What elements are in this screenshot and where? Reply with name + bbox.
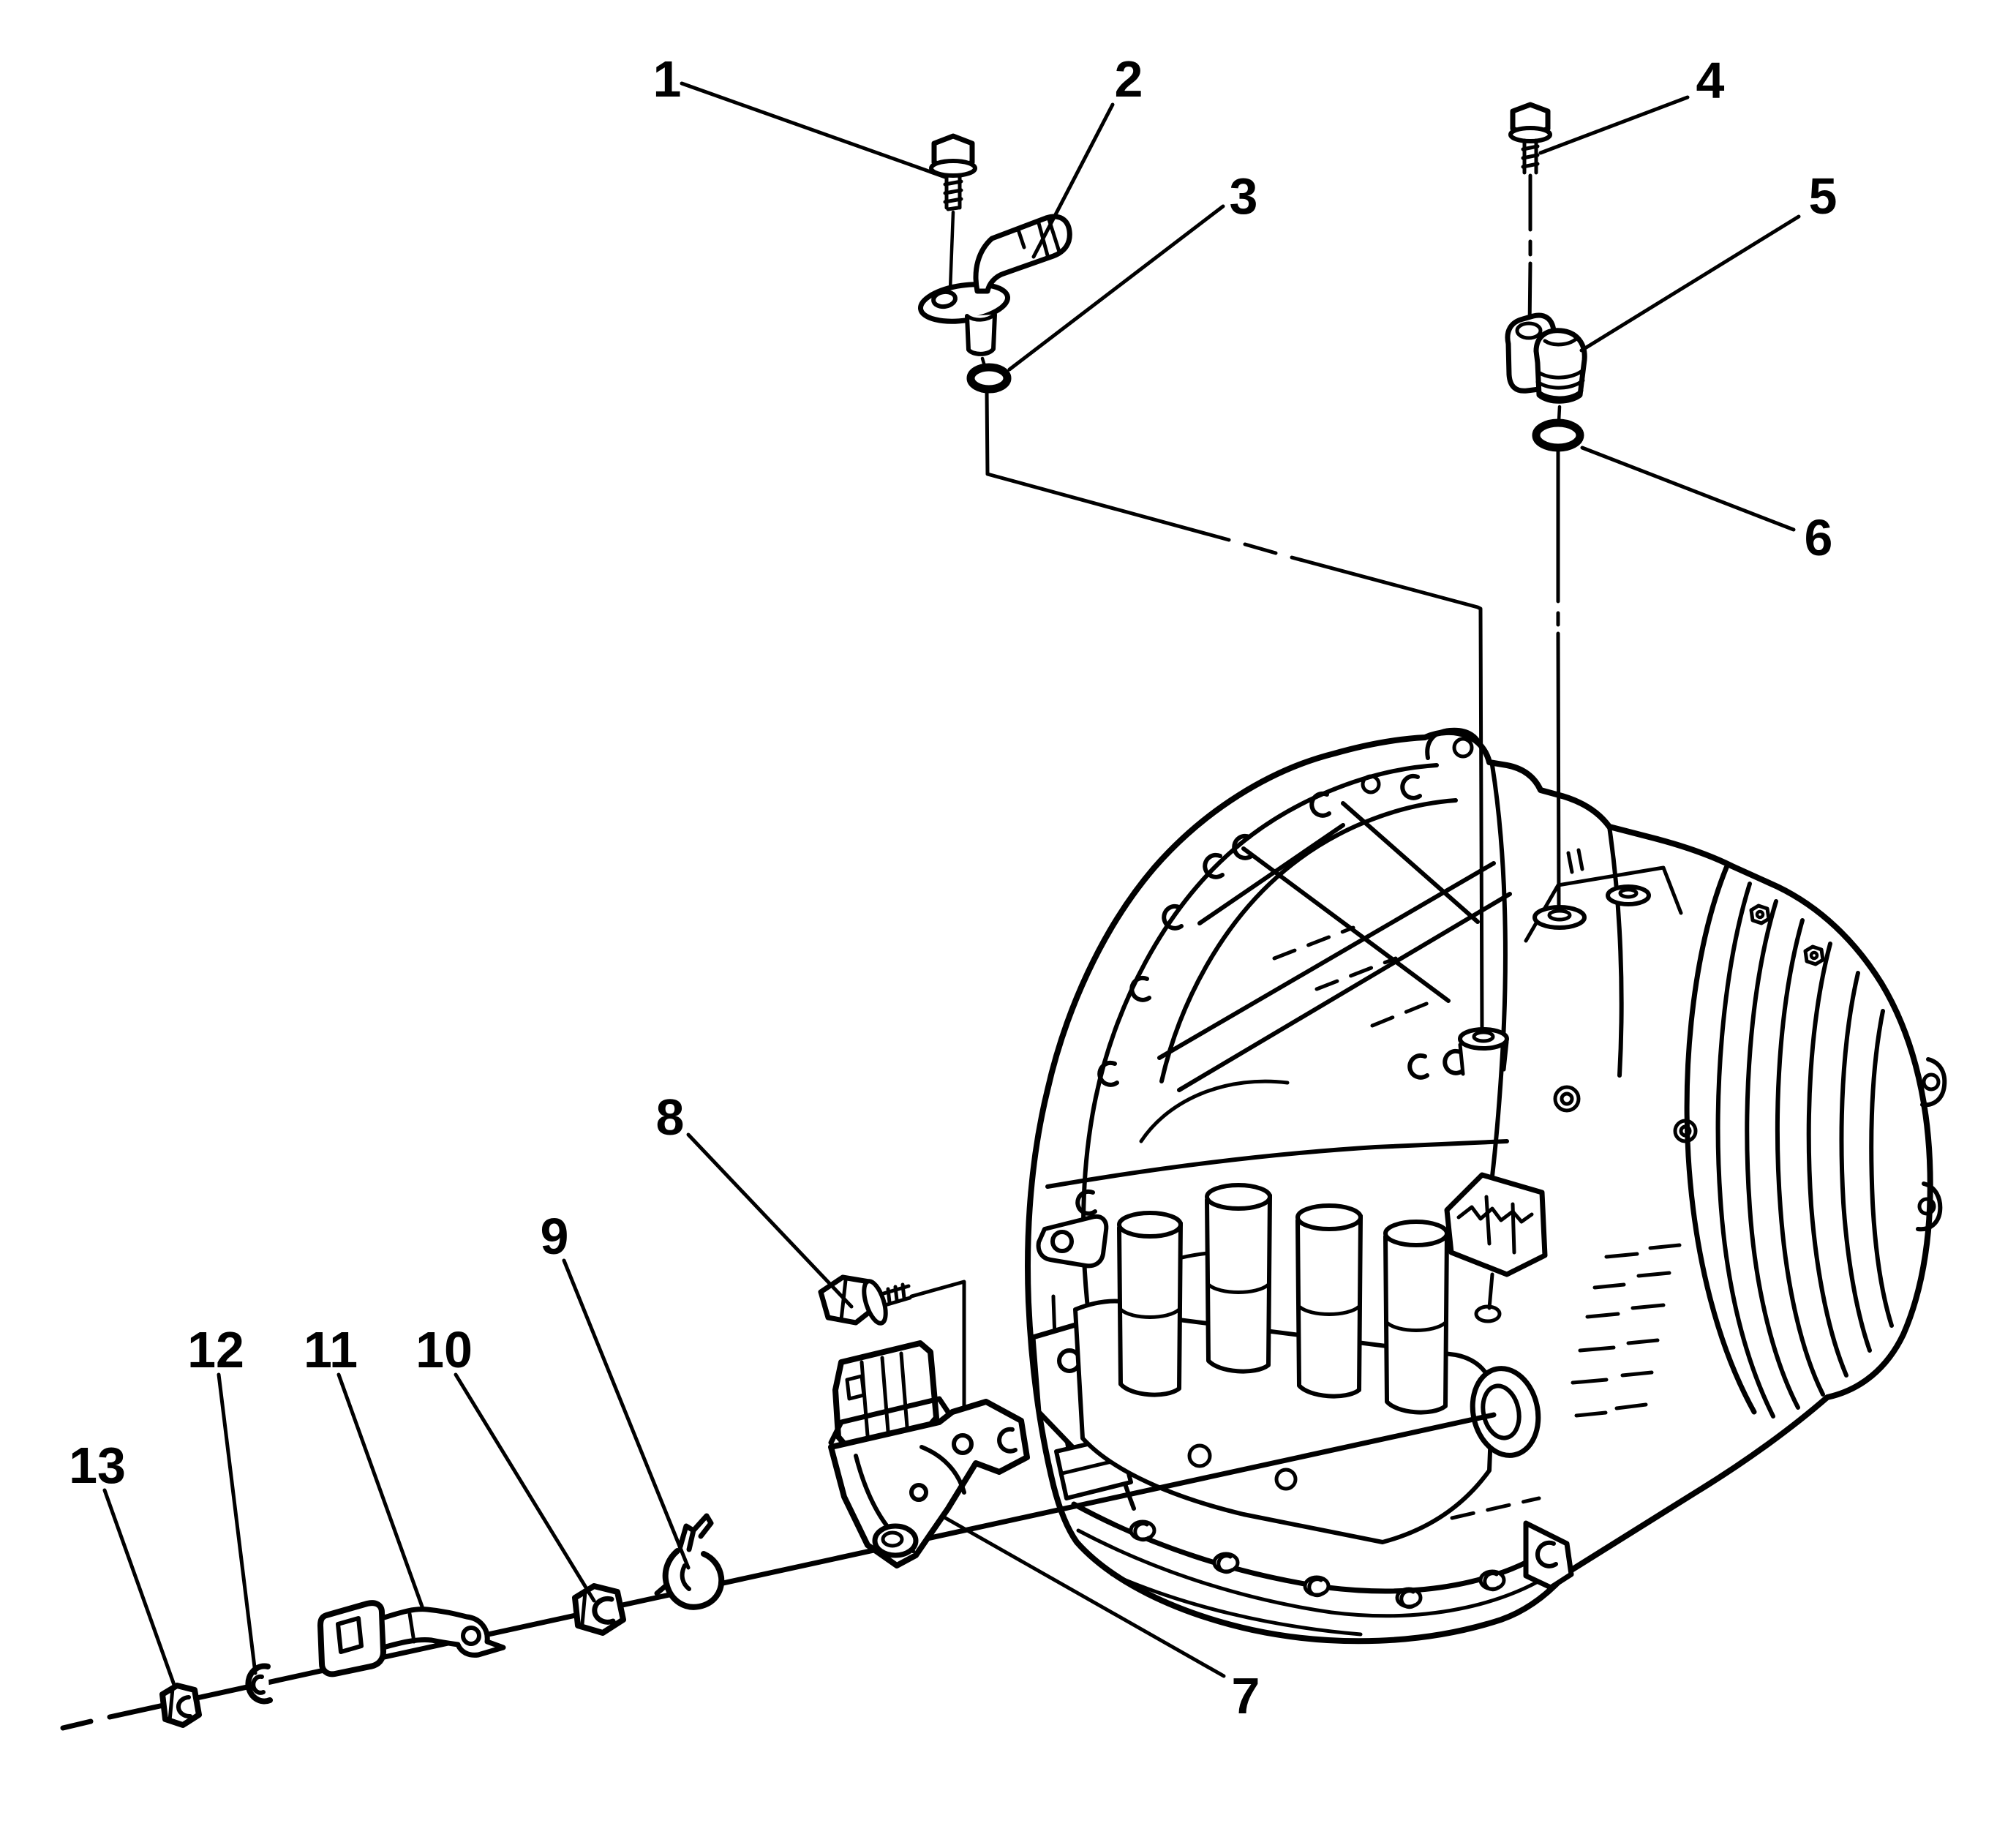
top-boss-hole-2	[1361, 774, 1381, 794]
callout-label-6: 6	[1805, 509, 1833, 566]
top-stud	[1566, 848, 1584, 874]
c-mark-8	[1407, 1053, 1429, 1080]
valve-body-bolt-2	[1274, 1468, 1298, 1491]
part-nut-10	[572, 1583, 626, 1636]
callout-label-9: 9	[541, 1208, 569, 1265]
part-switch-7	[828, 1280, 1030, 1568]
ribbed-end-cover	[1684, 865, 1947, 1419]
callout-label-12: 12	[187, 1321, 244, 1378]
part-bolt-1	[929, 133, 977, 211]
part-nut-13	[159, 1683, 202, 1728]
leader-9	[562, 1258, 691, 1570]
leader-12	[217, 1372, 257, 1675]
upper-brace-4	[1341, 801, 1480, 924]
callout-label-13: 13	[69, 1437, 126, 1494]
hidden-edge-1	[1272, 925, 1355, 961]
leader-4	[1538, 95, 1690, 155]
oil-pan	[1071, 1496, 1574, 1637]
assembly-axis-lines	[948, 173, 1561, 1032]
sensor-2-probe	[965, 312, 997, 356]
callout-label-8: 8	[656, 1089, 685, 1146]
axis-sensor-2	[985, 388, 1484, 1032]
c-mark-3	[1203, 852, 1225, 879]
leader-1	[680, 81, 947, 179]
bell-housing-inner-rim	[1159, 798, 1458, 1083]
leader-7	[941, 1514, 1226, 1678]
c-mark-4	[1162, 903, 1184, 931]
c-mark-1	[1309, 791, 1331, 818]
c-mark-7	[1129, 975, 1151, 1002]
hatch-marks	[1571, 1243, 1682, 1418]
leader-lines	[102, 81, 1801, 1687]
callout-label-10: 10	[415, 1321, 473, 1378]
callout-label-7: 7	[1232, 1667, 1260, 1724]
c-mark-10	[1400, 773, 1422, 800]
part-bolt-4	[1508, 102, 1552, 175]
transaxle-illustration	[1025, 727, 1947, 1645]
c-mark-6	[1075, 1189, 1097, 1216]
axis-bolt-1	[948, 210, 955, 292]
part-sensor-5	[1505, 312, 1587, 424]
switch-plate	[828, 1399, 1030, 1568]
c-mark-5	[1097, 1060, 1119, 1087]
case-split-line	[1045, 1139, 1509, 1189]
upper-brace-1	[1157, 861, 1496, 1060]
leader-13	[102, 1488, 176, 1687]
leader-8	[686, 1132, 854, 1309]
part-bolt-8	[818, 1274, 912, 1326]
pan-bolts	[1129, 1519, 1506, 1609]
top-boss-hole	[1452, 737, 1474, 759]
leader-3	[1007, 204, 1225, 372]
callout-label-4: 4	[1696, 52, 1725, 109]
sensor-2-connector	[973, 214, 1072, 294]
sensor-5-body	[1533, 328, 1587, 404]
top-lug	[1425, 727, 1484, 760]
callout-label-3: 3	[1230, 168, 1258, 225]
c-mark-2	[1232, 833, 1254, 860]
leader-5	[1579, 214, 1801, 353]
part-washer-12	[245, 1663, 273, 1705]
switch-shaft-boss	[872, 1523, 919, 1558]
leader-11	[336, 1372, 424, 1609]
callout-label-11: 11	[304, 1321, 358, 1378]
callout-labels: 1 2 3 4 5 6 7 8 9 10 11 12 13	[69, 50, 1837, 1724]
hidden-edge-3	[1370, 999, 1436, 1028]
c-mark-9	[1443, 1048, 1464, 1075]
leader-2	[1031, 102, 1115, 259]
upper-ridge	[1197, 823, 1345, 925]
rod-dash	[60, 1718, 94, 1731]
upper-brace-2	[1177, 892, 1512, 1092]
callout-label-1: 1	[653, 50, 682, 108]
part-o-ring-3	[966, 363, 1012, 394]
interior-curve-3	[1139, 1079, 1290, 1143]
part-clip-9	[654, 1513, 725, 1610]
part-lever-11	[317, 1600, 506, 1677]
callout-label-5: 5	[1809, 168, 1838, 225]
callout-label-2: 2	[1115, 50, 1143, 108]
solenoid-cylinders	[1117, 1183, 1449, 1415]
case-connector	[1444, 1172, 1548, 1323]
upper-brace-3	[1241, 846, 1451, 1003]
leader-6	[1580, 446, 1796, 532]
leader-10	[454, 1372, 596, 1603]
left-boss-hole	[1050, 1230, 1074, 1253]
hidden-edge-2	[1314, 956, 1398, 991]
axis-sensor-5	[1556, 447, 1561, 909]
valve-body-bolt-1	[1187, 1443, 1212, 1468]
part-o-ring-6	[1532, 418, 1584, 452]
part-sensor-2	[917, 214, 1072, 368]
case-step-line	[1607, 824, 1624, 1078]
